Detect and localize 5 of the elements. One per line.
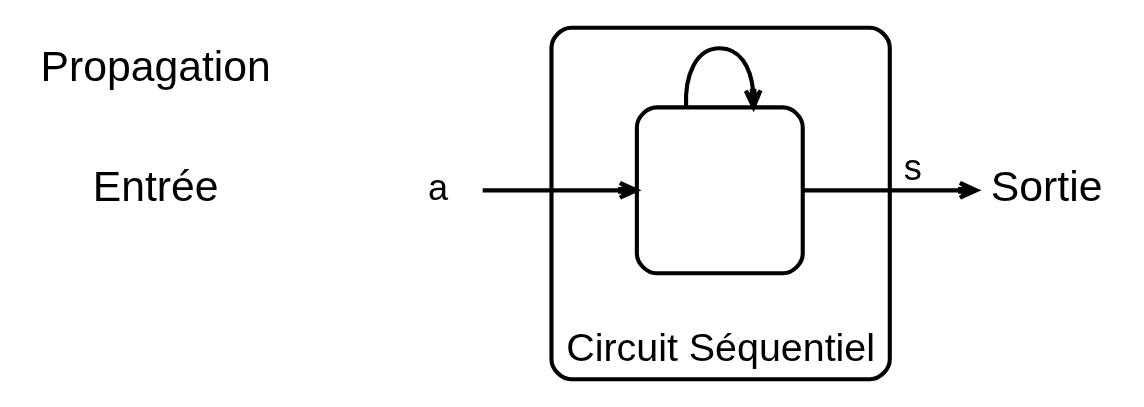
label: Propagation (40, 41, 271, 90)
node-text: Sortie (990, 161, 1103, 210)
edge-label: s (903, 146, 922, 188)
node-text: a (428, 166, 449, 208)
label: Entrée (92, 161, 219, 210)
